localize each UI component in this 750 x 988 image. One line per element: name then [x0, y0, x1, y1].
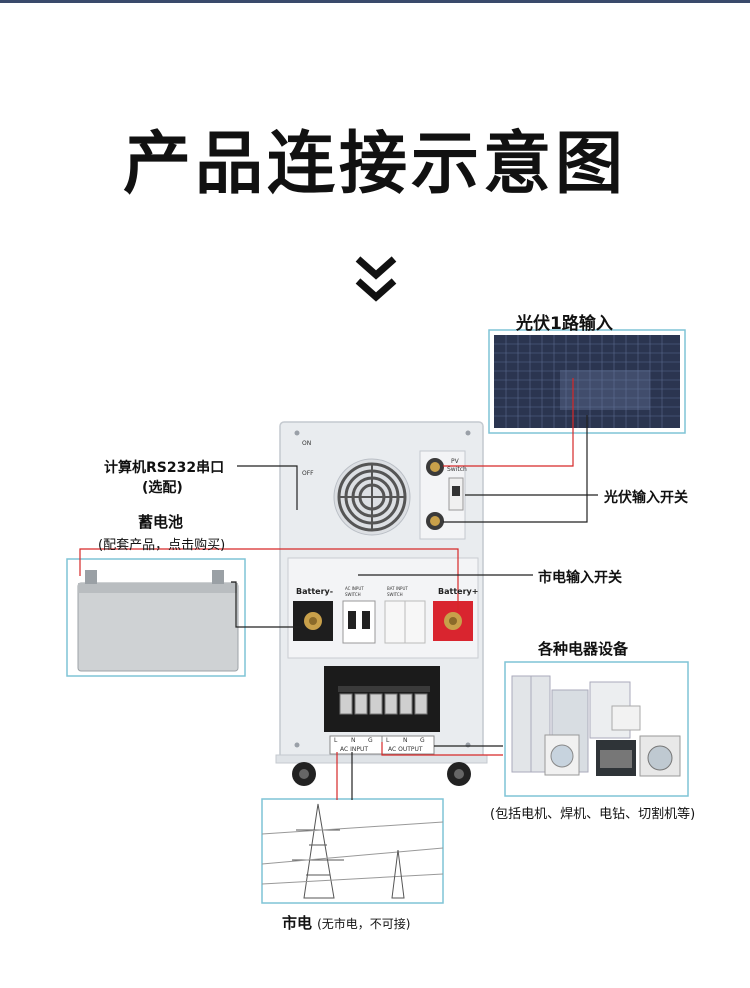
mains-caption: 市电 (无市电，不可接): [282, 912, 410, 933]
power-line-image: [261, 798, 444, 904]
pv-switch-label: 光伏输入开关: [604, 490, 688, 506]
pv-port-label: PV: [451, 458, 459, 465]
rs232-label: 计算机RS232串口: [104, 460, 225, 476]
terminal-g-in: G: [368, 737, 373, 744]
battery-label: 蓄电池: [138, 513, 184, 531]
wires: [79, 378, 598, 800]
terminal-g-out: G: [420, 737, 425, 744]
terminal-l-out: L: [386, 737, 390, 744]
battery-plus-label: Battery+: [438, 587, 479, 596]
appliances-image: [504, 661, 689, 797]
battery-image: [66, 558, 246, 677]
ac-input-switch-label: AC INPUT SWITCH: [345, 586, 364, 597]
ac-output-label: AC OUTPUT: [388, 746, 423, 753]
top-border: [0, 0, 750, 3]
terminal-n-out: N: [403, 737, 408, 744]
battery-minus-label: Battery-: [296, 587, 334, 596]
pv-input-label: 光伏1路输入: [516, 314, 613, 334]
mains-note: (无市电，不可接): [317, 917, 411, 931]
appliances-note: (包括电机、焊机、电钻、切割机等): [490, 807, 696, 822]
rs232-optional-label: (选配): [142, 480, 183, 496]
terminal-l-in: L: [334, 737, 338, 744]
solar-panel: [488, 329, 686, 434]
ac-input-label: AC INPUT: [340, 746, 369, 753]
page-title: 产品连接示意图: [122, 125, 627, 204]
appliances-label: 各种电器设备: [538, 640, 629, 658]
pv-switch-small-label: Switch: [447, 466, 467, 473]
on-indicator-label: ON: [302, 440, 312, 447]
double-chevron-down-icon: [355, 256, 397, 302]
mains-switch-label: 市电输入开关: [538, 570, 622, 586]
mains-label: 市电: [282, 914, 313, 932]
fan-icon: [333, 458, 411, 536]
off-indicator-label: OFF: [302, 470, 314, 477]
terminal-n-in: N: [351, 737, 356, 744]
bat-input-switch-label: BAT INPUT SWITCH: [387, 586, 408, 597]
battery-note-link[interactable]: (配套产品，点击购买): [98, 538, 226, 553]
